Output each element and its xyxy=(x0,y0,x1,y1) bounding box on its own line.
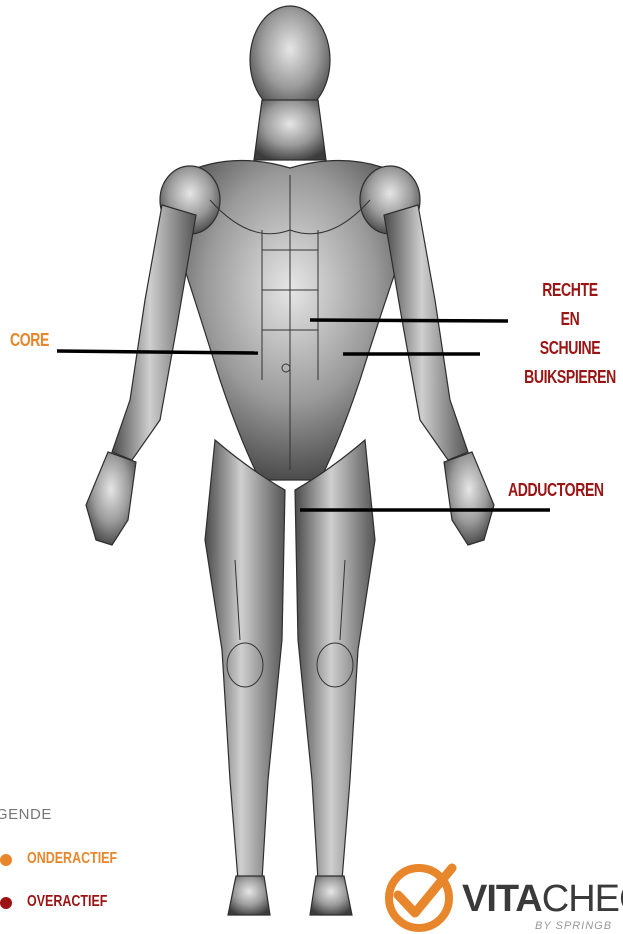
legend-title: GENDE xyxy=(0,806,52,823)
label-buik-line-1: RECHTE xyxy=(515,276,623,305)
legend-over-label: OVERACTIEF xyxy=(27,893,107,911)
legend-under-dot xyxy=(0,854,12,866)
brand-name-rest: CHEC xyxy=(542,878,623,920)
label-buikspieren: RECHTE EN SCHUINE BUIKSPIEREN xyxy=(515,276,623,392)
brand-sub: BY SPRINGB xyxy=(535,920,612,932)
label-buik-line-3: SCHUINE xyxy=(515,334,623,363)
label-core: CORE xyxy=(10,330,49,351)
vitacheck-logo xyxy=(389,868,452,928)
label-buik-line-2: EN xyxy=(515,305,623,334)
brand-name: VITACHEC xyxy=(462,878,623,921)
legend-over-dot xyxy=(0,897,12,909)
leader-line-rechte xyxy=(310,320,508,321)
legend-under-label: ONDERACTIEF xyxy=(27,850,117,868)
leader-line-core xyxy=(57,351,258,353)
label-adductoren: ADDUCTOREN xyxy=(508,480,604,501)
brand-name-bold: VITA xyxy=(462,878,542,920)
legend-dots xyxy=(0,854,12,909)
label-buik-line-4: BUIKSPIEREN xyxy=(515,363,623,392)
